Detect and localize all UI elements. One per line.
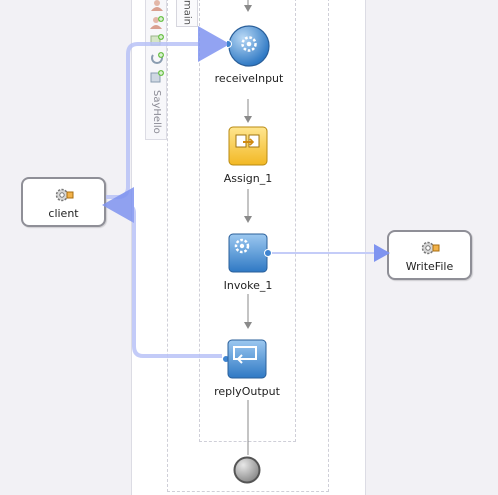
activity-assign[interactable]: Assign_1: [224, 126, 272, 185]
activity-label: Invoke_1: [223, 279, 273, 292]
process-name-label: SayHello: [151, 90, 162, 134]
add-handler-icon[interactable]: [150, 51, 164, 65]
invoke-gear-icon: [228, 233, 272, 273]
partner-link-label: WriteFile: [405, 260, 454, 273]
receive-gear-icon: [224, 25, 270, 67]
partner-link-gear-icon: [420, 239, 440, 260]
reply-link[interactable]: [102, 187, 222, 358]
activity-label: receiveInput: [214, 72, 284, 85]
scope-outer-border: [167, 0, 329, 492]
activity-label: replyOutput: [214, 385, 280, 398]
activity-invoke[interactable]: Invoke_1: [224, 233, 274, 292]
end-circle-icon: [233, 456, 261, 484]
scope-toolbar: SayHello: [145, 0, 167, 140]
assign-icon: [228, 126, 268, 166]
scope-name-label: main: [176, 0, 198, 27]
add-partner-icon[interactable]: [150, 0, 164, 12]
add-variable-icon[interactable]: [150, 15, 164, 29]
partner-link-label: client: [48, 207, 79, 220]
activity-reply[interactable]: replyOutput: [214, 339, 280, 398]
reply-arrow-icon: [222, 339, 267, 379]
activity-receive[interactable]: receiveInput: [215, 24, 283, 85]
activity-label: Assign_1: [223, 172, 273, 185]
end-node[interactable]: [233, 456, 263, 489]
partner-link-gear-icon: [54, 186, 74, 207]
add-event-icon[interactable]: [150, 69, 164, 83]
partner-link-writefile[interactable]: WriteFile: [387, 230, 472, 280]
